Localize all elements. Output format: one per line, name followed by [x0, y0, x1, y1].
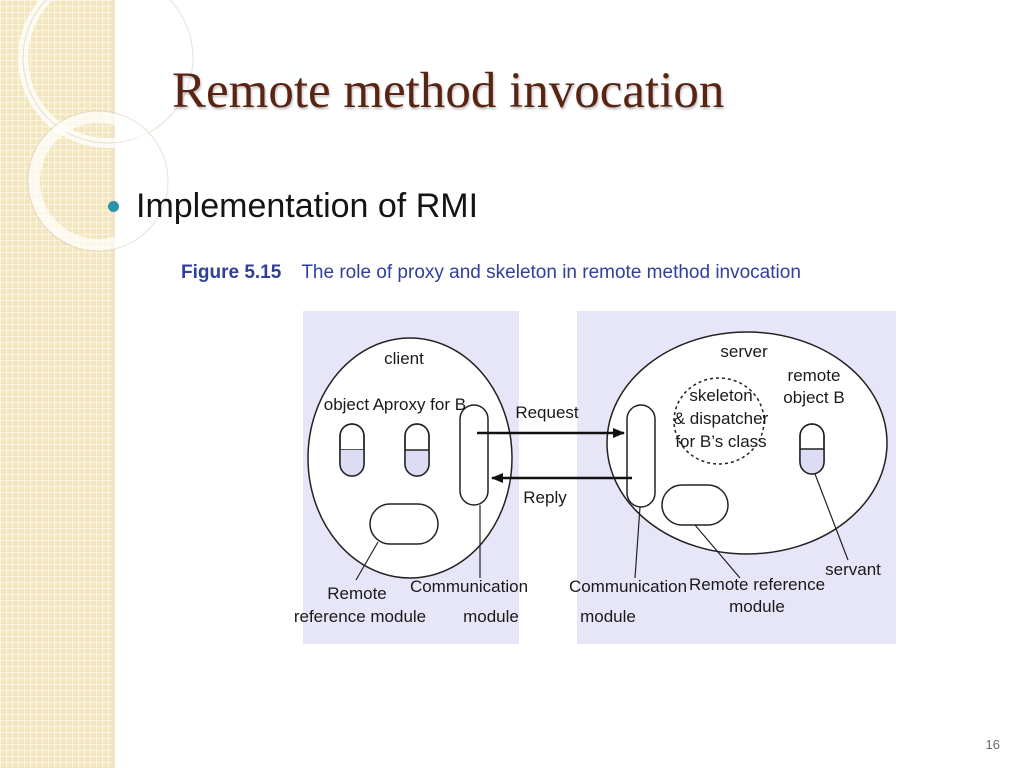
object-a-label: object A [324, 395, 385, 414]
figure-caption: Figure 5.15 The role of proxy and skeleto… [181, 262, 801, 284]
proxy-label: proxy for B [384, 395, 466, 414]
client-comm-label-1: Communication [410, 577, 528, 596]
client-comm-label-2: module [463, 607, 519, 626]
figure-label: Figure 5.15 [181, 262, 282, 283]
server-remote-reference-module [661, 484, 729, 526]
server-comm-label-1: Communication [569, 577, 687, 596]
bullet-dot-icon [108, 200, 119, 212]
client-remote-ref-label-2: reference module [294, 607, 426, 626]
server-remote-ref-label-2: module [729, 597, 785, 616]
server-label: server [720, 342, 768, 361]
skeleton-label-2: & dispatcher [674, 409, 769, 428]
skeleton-dispatcher [673, 377, 765, 465]
client-remote-reference-module [369, 503, 439, 545]
server-communication-module [626, 404, 656, 508]
figure-caption-text: The role of proxy and skeleton in remote… [301, 262, 801, 283]
bullet-text: Implementation of RMI [136, 186, 479, 225]
client-remote-ref-label-1: Remote [327, 584, 387, 603]
client-label: client [384, 349, 424, 368]
skeleton-label-3: for B’s class [675, 432, 766, 451]
decorative-rings-icon [18, 0, 198, 252]
bullet-item: Implementation of RMI [108, 184, 478, 228]
server-comm-label-2: module [580, 607, 636, 626]
reply-label: Reply [523, 488, 567, 507]
request-label: Request [515, 403, 579, 422]
page-number: 16 [985, 737, 1000, 752]
client-communication-module [459, 404, 489, 506]
slide-title: Remote method invocation [172, 63, 725, 119]
side-decoration-edge [112, 0, 115, 768]
remote-object-label-1: remote [788, 366, 841, 385]
server-remote-ref-label-1: Remote reference [689, 575, 825, 594]
servant-label: servant [825, 560, 881, 579]
remote-object-label-2: object B [783, 388, 844, 407]
skeleton-label-1: skeleton [689, 386, 752, 405]
